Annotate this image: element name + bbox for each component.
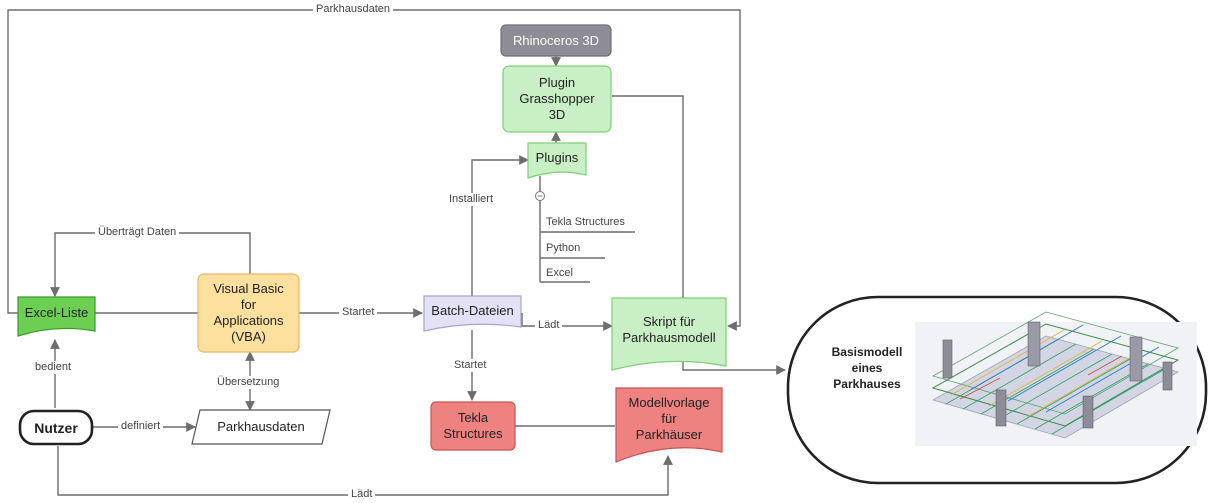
plugin-list-item: Excel: [546, 267, 573, 279]
excel-liste-label: Excel-Liste: [24, 305, 89, 320]
basismodell-label: Basismodell eines Parkhauses: [831, 345, 903, 391]
nutzer-label: Nutzer: [34, 419, 78, 436]
batch-node[interactable]: [423, 295, 522, 332]
edge-label-startet-tekla: Startet: [451, 359, 490, 372]
edge-label-top-parkhausdaten: Parkhausdaten: [313, 3, 393, 16]
parkhausdaten-label: Parkhausdaten: [217, 419, 305, 434]
edge-label-laedt-bottom: Lädt: [348, 488, 376, 501]
modellvorlage-label: Modellvorlage für Parkhäuser: [628, 395, 710, 442]
edge-label-definiert: definiert: [118, 420, 164, 433]
edge-top-parkhausdaten: [7, 9, 741, 331]
plugins-label: Plugins: [535, 150, 579, 165]
excel-liste-node[interactable]: [17, 296, 96, 337]
edge-label-installiert: Installiert: [446, 193, 497, 206]
edge-label-bedient: bedient: [32, 361, 75, 374]
tekla-label: Tekla Structures: [443, 410, 503, 441]
edge-label-laedt-skript: Lädt: [535, 319, 563, 332]
skript-label: Skript für Parkhausmodell: [622, 314, 716, 345]
edge-installiert: [471, 155, 529, 296]
edge-label-uebertraegt: Überträgt Daten: [95, 226, 180, 239]
vba-node[interactable]: [197, 273, 300, 353]
plugin-list-item: Python: [546, 242, 581, 254]
plugins-node[interactable]: [527, 142, 587, 179]
rhinoceros-label: Rhinoceros 3D: [513, 32, 599, 48]
edge-grasshopper-skript: [612, 95, 786, 375]
parking-garage-image: [915, 311, 1197, 446]
parkhausdaten-node[interactable]: [191, 409, 331, 445]
vba-label: Visual Basic for Applications (VBA): [213, 281, 284, 344]
skript-node[interactable]: [611, 297, 727, 371]
rhinoceros-node[interactable]: [500, 24, 612, 57]
edge-label-startet-vba: Startet: [339, 306, 378, 319]
plugin-list-item: Tekla Structures: [546, 216, 625, 228]
grasshopper-node[interactable]: [502, 65, 612, 133]
nutzer-node[interactable]: [18, 409, 94, 446]
tekla-node[interactable]: [430, 401, 516, 451]
edge-laedt-skript: [521, 313, 613, 331]
edge-label-uebersetzung: Übersetzung: [214, 376, 283, 389]
modellvorlage-node[interactable]: [615, 387, 723, 463]
batch-label: Batch-Dateien: [431, 303, 514, 318]
grasshopper-label: Plugin Grasshopper 3D: [519, 75, 595, 122]
